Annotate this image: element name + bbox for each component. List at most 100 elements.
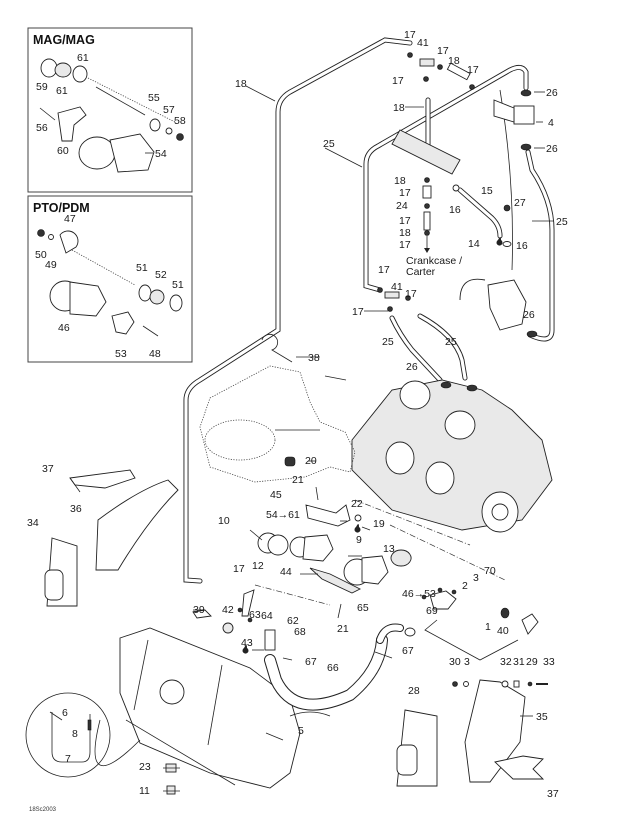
- shaft-part: [95, 86, 146, 116]
- screw-21: [337, 603, 342, 619]
- callout-17: 17: [233, 563, 245, 575]
- callout-63: 63: [249, 609, 261, 621]
- t-fitting-41: [384, 291, 400, 299]
- clamp-17: [424, 177, 430, 183]
- callout-34: 34: [27, 517, 39, 529]
- callout-25: 25: [556, 216, 568, 228]
- detail-circle: [25, 692, 111, 778]
- spring-part-59: [54, 62, 72, 78]
- t-fitting-41: [419, 58, 435, 67]
- fuel-rail: [391, 129, 461, 175]
- fitting-8: [87, 719, 92, 731]
- callout-61: 59: [36, 81, 48, 93]
- screw-2: [421, 594, 427, 600]
- callout-37: 37: [547, 788, 559, 800]
- callout-13: 13: [383, 543, 395, 555]
- fuel-cap: [159, 679, 185, 705]
- inset-pto-frame: [27, 195, 193, 363]
- crankcase-label: Crankcase /: [406, 255, 462, 267]
- callout-39: 39: [193, 604, 205, 616]
- fuel-tank: [25, 609, 331, 795]
- clamp-17: [405, 295, 411, 301]
- callout-18: 18: [399, 227, 411, 239]
- callout-67: 67: [402, 645, 414, 657]
- filler-neck: [264, 629, 276, 651]
- grommet-26: [440, 381, 452, 389]
- cap-27: [503, 204, 511, 212]
- engine-block: [351, 379, 553, 531]
- grommet-32: [501, 680, 509, 688]
- filler-hose: [264, 623, 416, 711]
- callout-30: 30: [449, 656, 461, 668]
- washer-3: [437, 587, 443, 593]
- sensor-part-53: [111, 311, 135, 335]
- filter-24: [422, 185, 432, 199]
- nut-30: [452, 681, 458, 687]
- callout-18: 18: [394, 175, 406, 187]
- callout-41: 41: [417, 37, 429, 49]
- callout-ref-54-61: 54→61: [266, 509, 300, 521]
- callout-59: 61: [56, 85, 68, 97]
- callout-64: 64: [261, 610, 273, 622]
- shaft-axis: [71, 249, 136, 286]
- grommet-40: [500, 607, 510, 619]
- grommet-42: [222, 622, 234, 634]
- fuel-pump-regulator: [487, 279, 527, 331]
- drop-43: [242, 645, 249, 654]
- callout-10: 10: [218, 515, 230, 527]
- callout-26: 26: [406, 361, 418, 373]
- callout-26: 26: [546, 143, 558, 155]
- callout-61: 61: [77, 52, 89, 64]
- callout-8: 8: [72, 728, 78, 740]
- callout-44: 44: [280, 566, 292, 578]
- inset-mag-title: MAG/MAG: [33, 33, 95, 47]
- callout-9: 9: [356, 534, 362, 546]
- inset-mag: MAG/MAG 61 59 61 55 57 58 56 60 54: [27, 27, 193, 193]
- callout-14: 14: [468, 238, 480, 250]
- screw-part-56: [39, 107, 56, 121]
- callout-17: 17: [437, 45, 449, 57]
- callout-37: 37: [42, 463, 54, 475]
- callout-17: 17: [467, 64, 479, 76]
- inset-pto: PTO/PDM 47 50 49 51 52 51 46 53 48: [27, 195, 193, 363]
- hose-18-long: [183, 37, 413, 584]
- clip-38: [261, 333, 293, 363]
- callout-58: 58: [174, 115, 186, 127]
- callout-21: 21: [337, 623, 349, 635]
- plate-part-55: [149, 118, 161, 132]
- callout-18: 18: [235, 78, 247, 90]
- callout-41: 41: [391, 281, 403, 293]
- callout-17: 17: [399, 215, 411, 227]
- callout-17: 17: [404, 29, 416, 41]
- spacer-31: [513, 680, 520, 688]
- crankcase-label-fr: Carter: [406, 266, 436, 278]
- hose-7: [51, 712, 91, 763]
- callout-4: 4: [548, 117, 554, 129]
- callout-20: 20: [305, 455, 317, 467]
- grommet-26: [526, 330, 538, 338]
- o-ring-16: [502, 241, 512, 247]
- clamp-17: [407, 52, 413, 58]
- callout-46: 46: [58, 322, 70, 334]
- plate-part-51: [138, 284, 152, 302]
- duct-36: [95, 479, 179, 571]
- spring-part-52: [149, 289, 165, 305]
- callout-65: 65: [357, 602, 369, 614]
- figure-code: 18Sc2003: [29, 807, 57, 813]
- callout-24: 24: [396, 200, 408, 212]
- callout-25: 25: [382, 336, 394, 348]
- callout-19: 19: [373, 518, 385, 530]
- washer-3: [463, 681, 469, 687]
- fitting-6: [49, 711, 63, 721]
- hose-18-short: [446, 62, 471, 81]
- callout-15: 15: [481, 185, 493, 197]
- washer-64: [237, 607, 243, 613]
- callout-25: 25: [323, 138, 335, 150]
- clamp-69: [404, 627, 416, 637]
- plate-part-61b: [72, 65, 88, 83]
- clamp-17: [469, 84, 475, 90]
- callout-70: 70: [484, 565, 496, 577]
- callout-16: 16: [449, 204, 461, 216]
- throttle-body-body: [69, 281, 107, 317]
